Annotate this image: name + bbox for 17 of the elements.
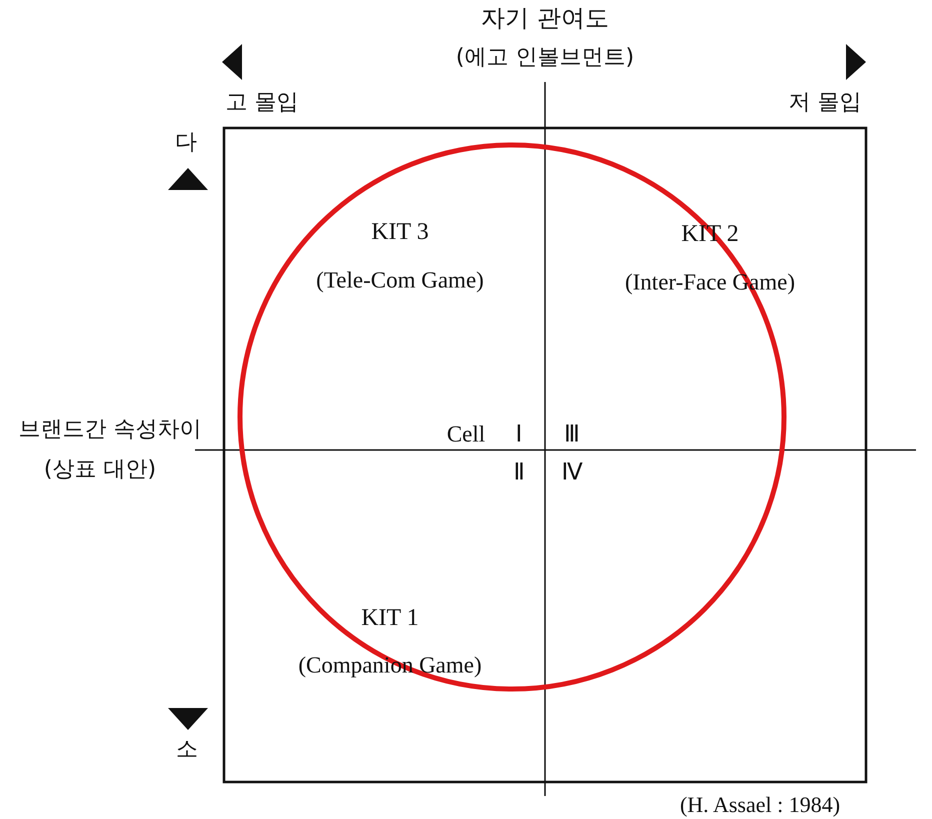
quadrant-title: KIT 3	[371, 218, 429, 246]
axis-subtitle: (에고 인볼브먼트)	[456, 46, 634, 70]
cell-number: Ⅱ	[514, 459, 524, 485]
cell-number: Ⅲ	[564, 421, 580, 447]
axis-end-label: 다	[175, 130, 197, 156]
cell-label: Cell	[446, 421, 486, 447]
axis-title: 브랜드간 속성차이	[18, 418, 202, 442]
axis-end-label: 저 몰입	[788, 90, 862, 116]
source-note: (H. Assael : 1984)	[680, 792, 840, 818]
axis-title: 자기 관여도	[481, 4, 609, 32]
axis-subtitle: (상표 대안)	[44, 458, 156, 482]
quadrant-title: KIT 1	[361, 604, 419, 632]
cell-number: Ⅳ	[562, 459, 582, 485]
cell-number: Ⅰ	[516, 421, 522, 447]
quadrant-label: (Tele-Com Game)	[316, 267, 484, 293]
axis-end-label: 고 몰입	[226, 90, 298, 116]
axis-end-label: 소	[176, 738, 198, 762]
